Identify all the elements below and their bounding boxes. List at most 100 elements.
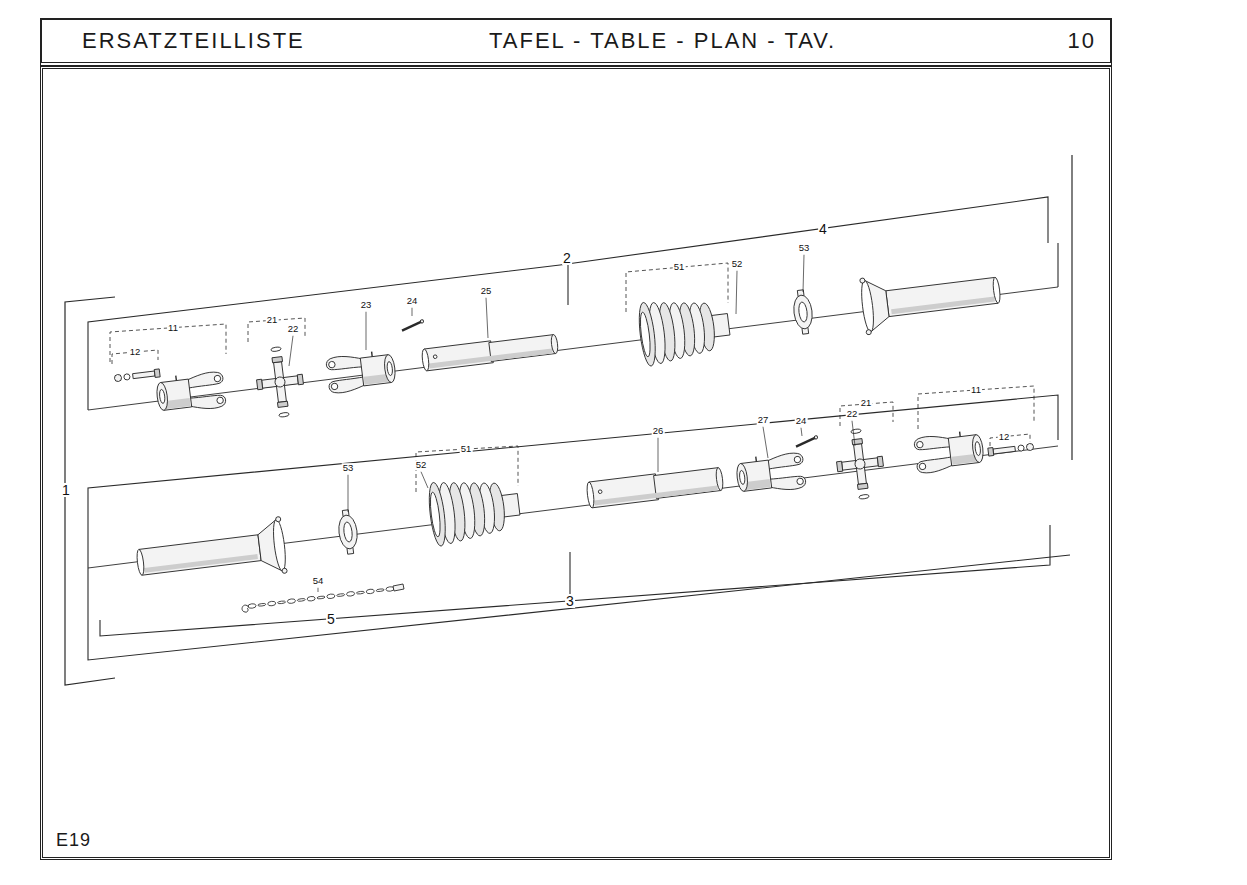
bearing-cup: [837, 461, 843, 472]
cross-arm: [854, 444, 867, 485]
callout-number: 51: [673, 262, 686, 272]
nut: [114, 374, 122, 382]
yoke-bore: [797, 478, 804, 485]
yoke-screw: [371, 352, 373, 357]
bolt-shank: [993, 446, 1015, 454]
guard-tab: [275, 516, 281, 522]
circlip: [271, 347, 281, 352]
tube-hole: [433, 355, 437, 359]
leader-line: [763, 427, 768, 458]
callout-number: 24: [795, 416, 808, 426]
header-text: ERSATZTEILLISTE: [82, 29, 305, 53]
assembly-number: 2: [562, 251, 572, 265]
profile-tube: [421, 333, 559, 371]
bearing-ring: [792, 294, 814, 330]
bolt-shank: [133, 371, 155, 379]
assembly-number: 1: [61, 483, 71, 497]
yoke-bore: [214, 375, 221, 382]
assembly-bracket: [1071, 155, 1072, 460]
bearing-ring-bore: [798, 302, 808, 323]
cross-journal: [833, 426, 887, 501]
outer-yoke: [155, 370, 227, 415]
callout-number: 22: [287, 324, 300, 334]
callout-number: 11: [167, 323, 179, 333]
spring-pin: [401, 319, 424, 332]
yoke-ear: [769, 475, 807, 492]
inner-yoke: [735, 451, 807, 496]
spring-pin: [795, 435, 818, 448]
yoke-collar: [156, 382, 169, 411]
bolt-set: [988, 443, 1034, 456]
cross-center: [854, 458, 865, 469]
callout-number: 21: [266, 315, 279, 325]
bolt-head: [154, 369, 160, 378]
dashed-group-bracket: [248, 318, 305, 342]
leader-line: [412, 308, 413, 316]
yoke-screw: [175, 376, 177, 381]
cross-arm: [842, 458, 879, 470]
dashed-group-bracket: [990, 434, 1030, 446]
bearing-cup: [272, 357, 283, 363]
callout-number: 52: [731, 259, 744, 269]
group-bracket: [1057, 243, 1058, 287]
chain-link: [356, 591, 364, 594]
chain-link: [307, 596, 315, 601]
cross-arm: [262, 376, 299, 388]
chain-link: [297, 598, 305, 601]
guard-opening: [429, 492, 442, 537]
bearing-ring: [791, 289, 814, 335]
callout-number: 12: [998, 432, 1011, 442]
guard-tube-half: [859, 262, 1003, 335]
guard-tab: [860, 278, 866, 284]
assembly-number: 4: [818, 222, 828, 236]
assembly-bracket: [65, 297, 115, 685]
guard-tube-half: [134, 516, 288, 591]
drawing-frame: E19: [40, 66, 1112, 860]
tube-end: [136, 549, 145, 576]
profile-tube: [586, 466, 724, 508]
yoke-bore: [328, 361, 335, 368]
callout-number: 12: [129, 347, 142, 357]
yoke-bore: [794, 456, 801, 463]
chain-link: [366, 589, 374, 594]
guard-rib: [426, 482, 448, 547]
leader-line: [736, 271, 737, 314]
leader-line: [366, 312, 367, 350]
guard-tube: [139, 535, 261, 575]
bearing-cup: [257, 379, 263, 390]
pin: [402, 321, 422, 330]
outer-yoke: [913, 429, 985, 474]
leader-line: [803, 255, 804, 292]
dashed-group-bracket: [918, 386, 1034, 429]
yoke-collar: [736, 463, 749, 492]
bearing-ring-bore: [343, 522, 353, 543]
assembly-number: 3: [565, 594, 575, 608]
safety-chain: [242, 584, 404, 612]
yoke-ear: [916, 457, 954, 474]
assembly-number: 5: [326, 612, 336, 626]
guard-tab: [282, 568, 288, 574]
callout-number: 25: [480, 286, 493, 296]
guard-tab: [866, 329, 872, 335]
yoke-ear: [328, 377, 366, 394]
circlip: [279, 412, 289, 417]
yoke-screw: [755, 457, 757, 462]
dashed-group-bracket: [840, 402, 893, 426]
chain-link: [267, 601, 275, 606]
tube-shade: [594, 485, 718, 505]
chain-link: [277, 601, 285, 604]
tube-end: [586, 482, 595, 509]
bolt-set: [114, 369, 160, 382]
chain-link: [287, 598, 295, 603]
tube-shade: [144, 554, 258, 573]
tube-end: [992, 277, 1001, 304]
dashed-group-bracket: [112, 350, 158, 364]
guard-cone-rim: [271, 519, 287, 572]
leader-line: [421, 472, 428, 488]
pin-end: [814, 435, 818, 439]
bearing-cup: [857, 483, 868, 489]
callout-number: 53: [798, 243, 811, 253]
callout-number: 26: [652, 426, 665, 436]
